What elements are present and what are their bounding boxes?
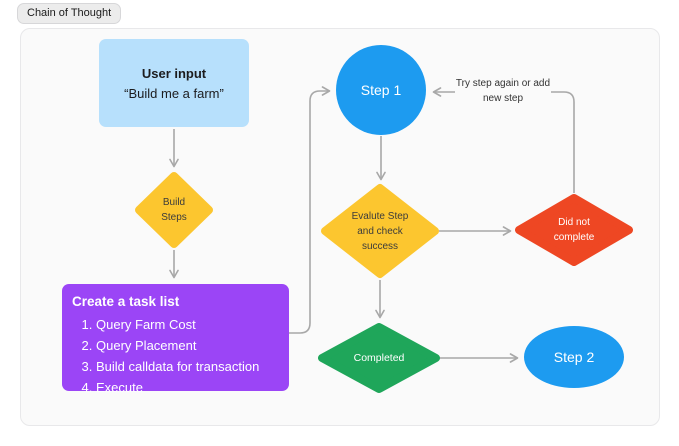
step-1-label: Step 1 [360,82,402,98]
user-input-node: User input “Build me a farm” [99,39,249,127]
retry-note-line2: new step [482,93,524,104]
task-list-item: Query Placement [96,335,259,356]
build-steps-label: Build Steps [134,195,214,225]
user-input-title: User input [141,65,207,81]
task-list-title: Create a task list [72,294,180,309]
build-steps-diamond [135,172,213,248]
did-not-complete-label: Did not complete [524,215,624,245]
diagram-title-badge: Chain of Thought [17,3,122,24]
connector-tasklist-to-step1 [289,86,331,334]
step-2-label: Step 2 [553,349,595,365]
connector-retry-loop-to-step1 [432,87,575,193]
task-list-node: Create a task list Query Farm Cost Query… [62,284,289,395]
retry-note-line1: Try step again or add [455,78,551,89]
retry-note: Try step again or add new step [455,76,551,108]
step-2-node: Step 2 [524,326,624,388]
task-list-item: Build calldata for transaction [96,356,259,377]
completed-diamond [318,323,440,393]
build-steps-label-line1: Build [162,197,186,208]
completed-label: Completed [353,352,405,364]
task-list-item: Execute [96,377,259,398]
evaluate-step-label-line1: Evalute Step [351,211,409,222]
did-not-complete-label-line2: complete [553,232,595,243]
flow-canvas: User input “Build me a farm” Build Steps… [20,28,660,426]
build-steps-label-line2: Steps [161,212,187,223]
did-not-complete-label-line1: Did not [558,217,590,228]
evaluate-step-label: Evalute Step and check success [330,209,430,254]
evaluate-step-label-line3: success [361,241,399,252]
evaluate-step-label-line2: and check [357,226,403,237]
task-list: Query Farm Cost Query Placement Build ca… [72,314,259,398]
evaluate-step-diamond [321,184,439,278]
task-list-item: Query Farm Cost [96,314,259,335]
user-input-quote: “Build me a farm” [124,85,224,101]
connector-layer [135,86,633,393]
step-1-node: Step 1 [336,45,426,135]
did-not-complete-diamond [515,194,633,266]
